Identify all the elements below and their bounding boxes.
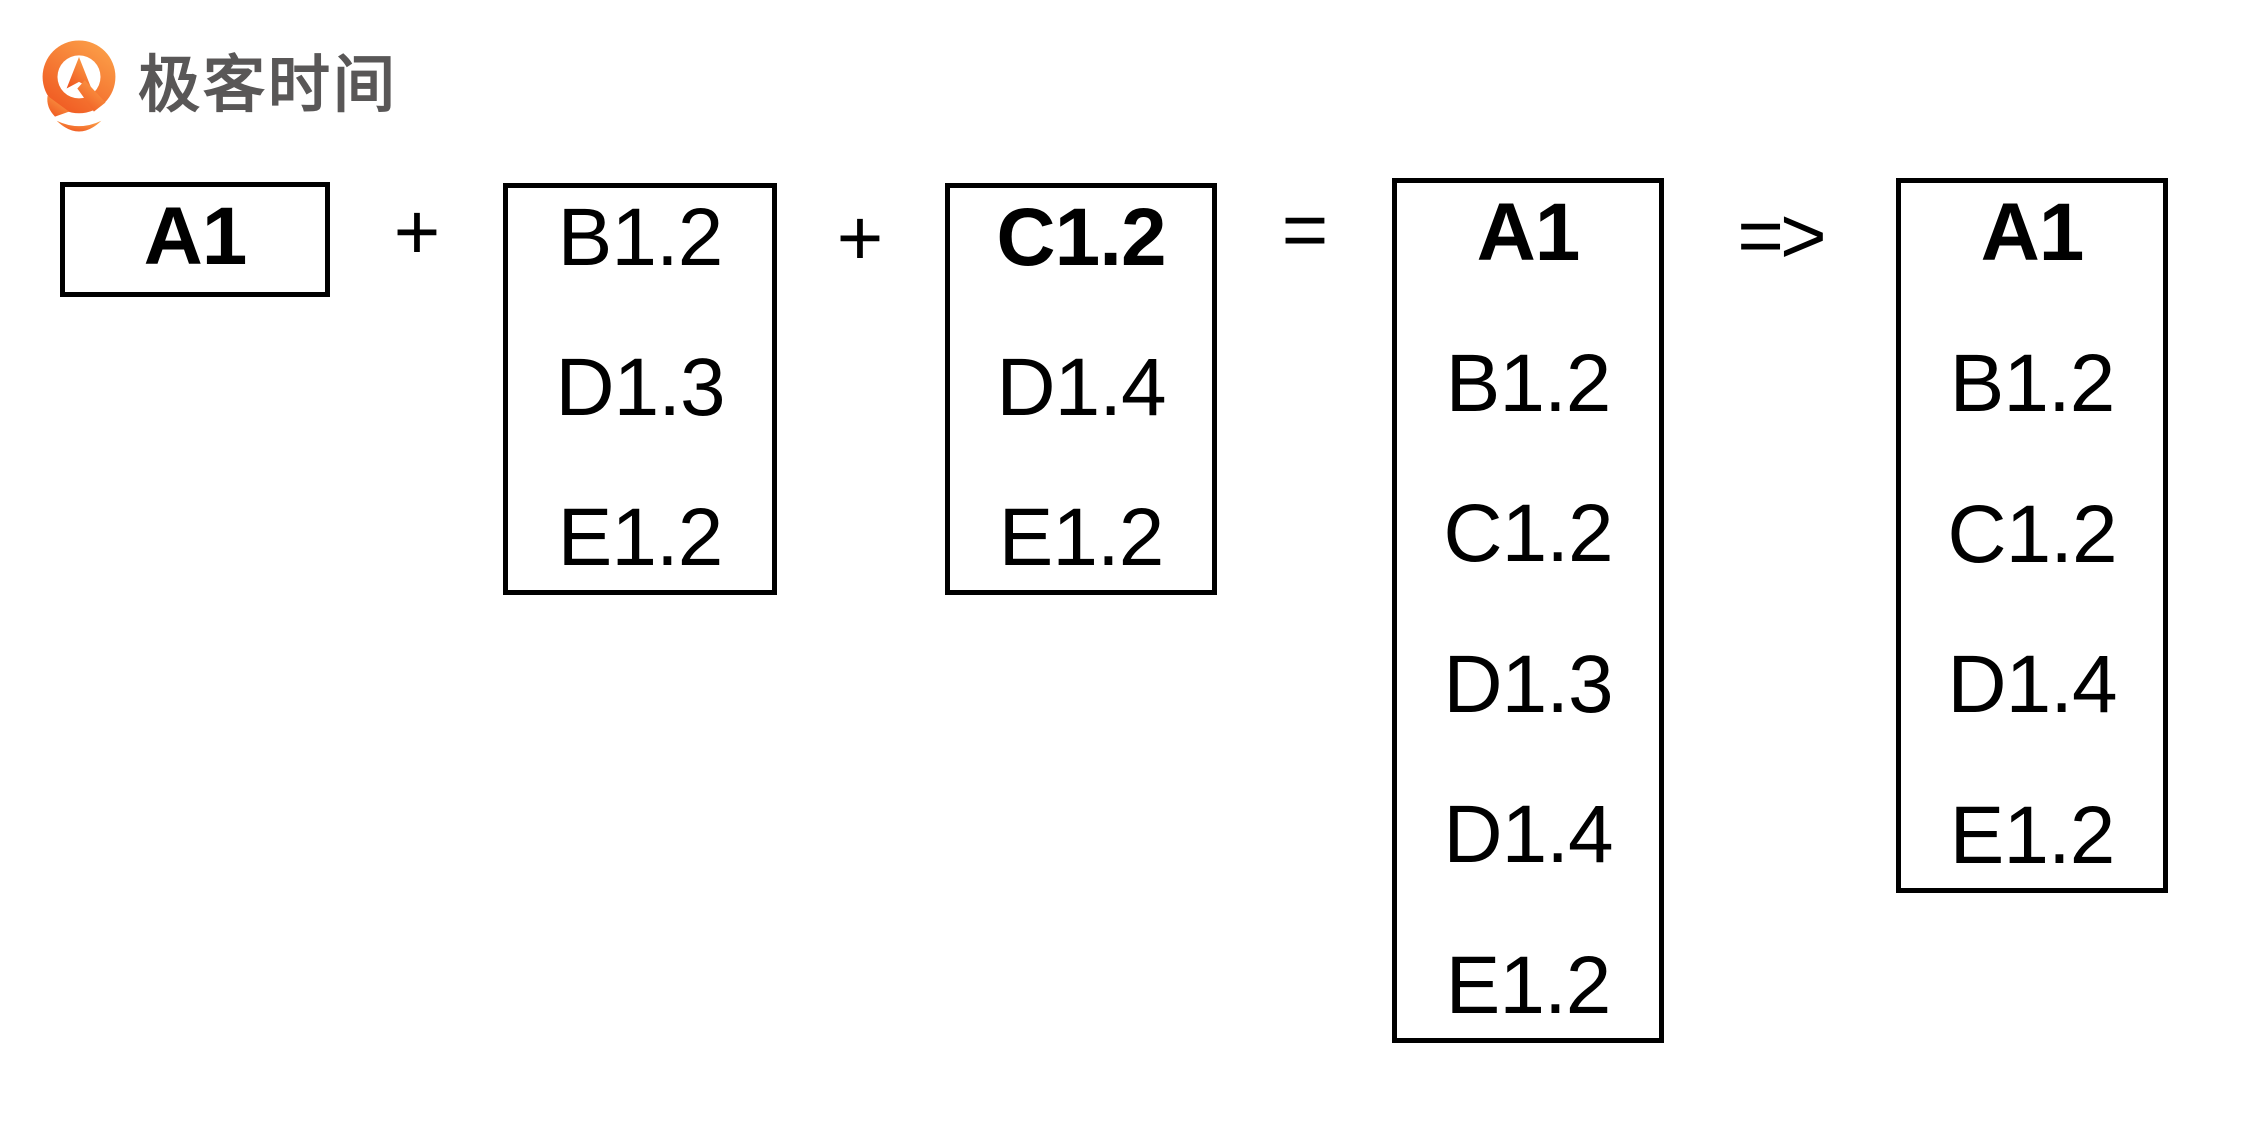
- version-label: B1.2: [1445, 337, 1612, 429]
- version-label: C1.2: [1443, 488, 1613, 580]
- version-label: D1.4: [1947, 639, 2117, 731]
- version-label: E1.2: [557, 492, 724, 583]
- plus-operator: +: [393, 187, 441, 276]
- version-label: A1: [143, 191, 248, 282]
- version-label: D1.4: [996, 342, 1166, 433]
- version-label: E1.2: [998, 492, 1165, 583]
- version-label: E1.2: [1949, 790, 2116, 881]
- plus-operator: +: [836, 193, 884, 282]
- dependency-box-a1: A1: [60, 182, 330, 297]
- arrow-operator: =>: [1737, 191, 1826, 280]
- version-label: C1.2: [996, 192, 1166, 283]
- version-label: B1.2: [557, 192, 724, 283]
- version-label: A1: [1476, 187, 1581, 278]
- logo-text: 极客时间: [138, 51, 399, 120]
- version-label: D1.3: [1443, 638, 1613, 730]
- version-label: B1.2: [1949, 337, 2116, 429]
- version-label: A1: [1980, 187, 2085, 278]
- version-label: D1.4: [1443, 789, 1613, 881]
- version-label: C1.2: [1947, 488, 2117, 580]
- version-label: E1.2: [1445, 939, 1612, 1031]
- version-label: D1.3: [555, 342, 725, 433]
- equals-operator: =: [1281, 185, 1329, 274]
- geektime-logo: 极客时间: [34, 38, 398, 134]
- geektime-pin-icon: [42, 40, 116, 132]
